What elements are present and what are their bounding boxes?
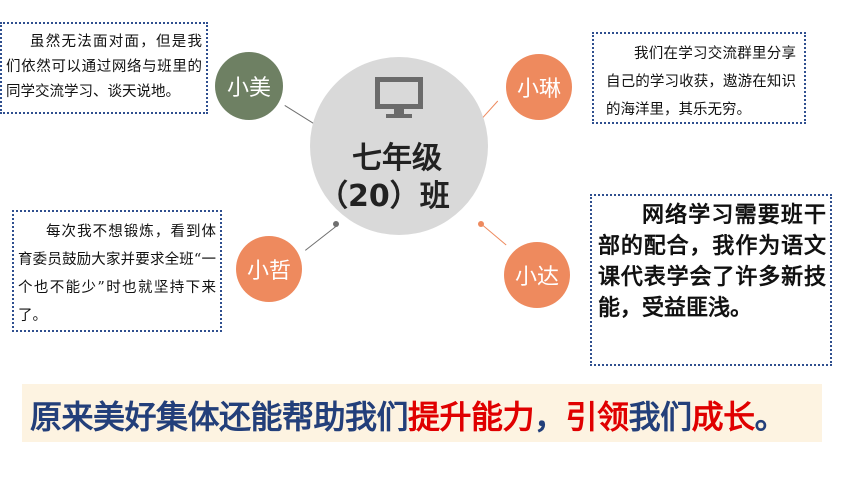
conclusion-part1: 原来美好集体还能帮助我们 (30, 398, 409, 436)
quote-box-xiaoda: 网络学习需要班干部的配合，我作为语文课代表学会了许多新技能，受益匪浅。 (590, 194, 832, 366)
connector-xiaoda (481, 224, 507, 246)
name-xiaozhe: 小哲 (246, 259, 291, 284)
quote-box-xiaozhe: 每次我不想锻炼，看到体育委员鼓励大家并要求全班“一个也不能少”时也就坚持下来了。 (12, 210, 222, 332)
quote-text-xiaoda: 网络学习需要班干部的配合，我作为语文课代表学会了许多新技能，受益匪浅。 (598, 203, 826, 321)
conclusion-part3: ， (534, 398, 566, 436)
conclusion-highlight-growth: 成长 (691, 398, 756, 436)
conclusion-part5: 我们 (628, 398, 693, 436)
connector-dot-xiaoda (478, 221, 484, 227)
avatar-xiaomei: 小美 (215, 52, 283, 120)
quote-text-xiaomei: 虽然无法面对面，但是我们依然可以通过网络与班里的同学交流学习、谈天说地。 (6, 34, 202, 100)
class-title-line1: 七年级 (352, 141, 442, 176)
quote-box-xiaomei: 虽然无法面对面，但是我们依然可以通过网络与班里的同学交流学习、谈天说地。 (0, 22, 208, 114)
avatar-xiaozhe: 小哲 (236, 236, 302, 302)
conclusion-text: 原来美好集体还能帮助我们提升能力，引领我们成长。 (30, 392, 787, 438)
quote-text-xiaolin: 我们在学习交流群里分享自己的学习收获，遨游在知识的海洋里，其乐无穷。 (606, 46, 796, 118)
conclusion-highlight-ability: 提升能力 (408, 398, 535, 436)
class-center-circle: 七年级 （20）班 (310, 57, 488, 235)
avatar-xiaoda: 小达 (504, 242, 570, 308)
connector-dot-xiaozhe (333, 221, 339, 227)
name-xiaoda: 小达 (514, 265, 559, 290)
conclusion-banner: 原来美好集体还能帮助我们提升能力，引领我们成长。 (22, 384, 822, 442)
conclusion-highlight-lead: 引领 (565, 398, 630, 436)
name-xiaolin: 小琳 (516, 77, 561, 102)
monitor-icon (375, 77, 423, 118)
quote-text-xiaozhe: 每次我不想锻炼，看到体育委员鼓励大家并要求全班“一个也不能少”时也就坚持下来了。 (18, 224, 216, 324)
class-title-line2: （20）班 (318, 179, 450, 214)
conclusion-part7: 。 (754, 398, 787, 436)
quote-box-xiaolin: 我们在学习交流群里分享自己的学习收获，遨游在知识的海洋里，其乐无穷。 (592, 32, 806, 124)
connector-xiaozhe (305, 225, 338, 251)
name-xiaomei: 小美 (226, 76, 271, 101)
avatar-xiaolin: 小琳 (506, 54, 572, 120)
